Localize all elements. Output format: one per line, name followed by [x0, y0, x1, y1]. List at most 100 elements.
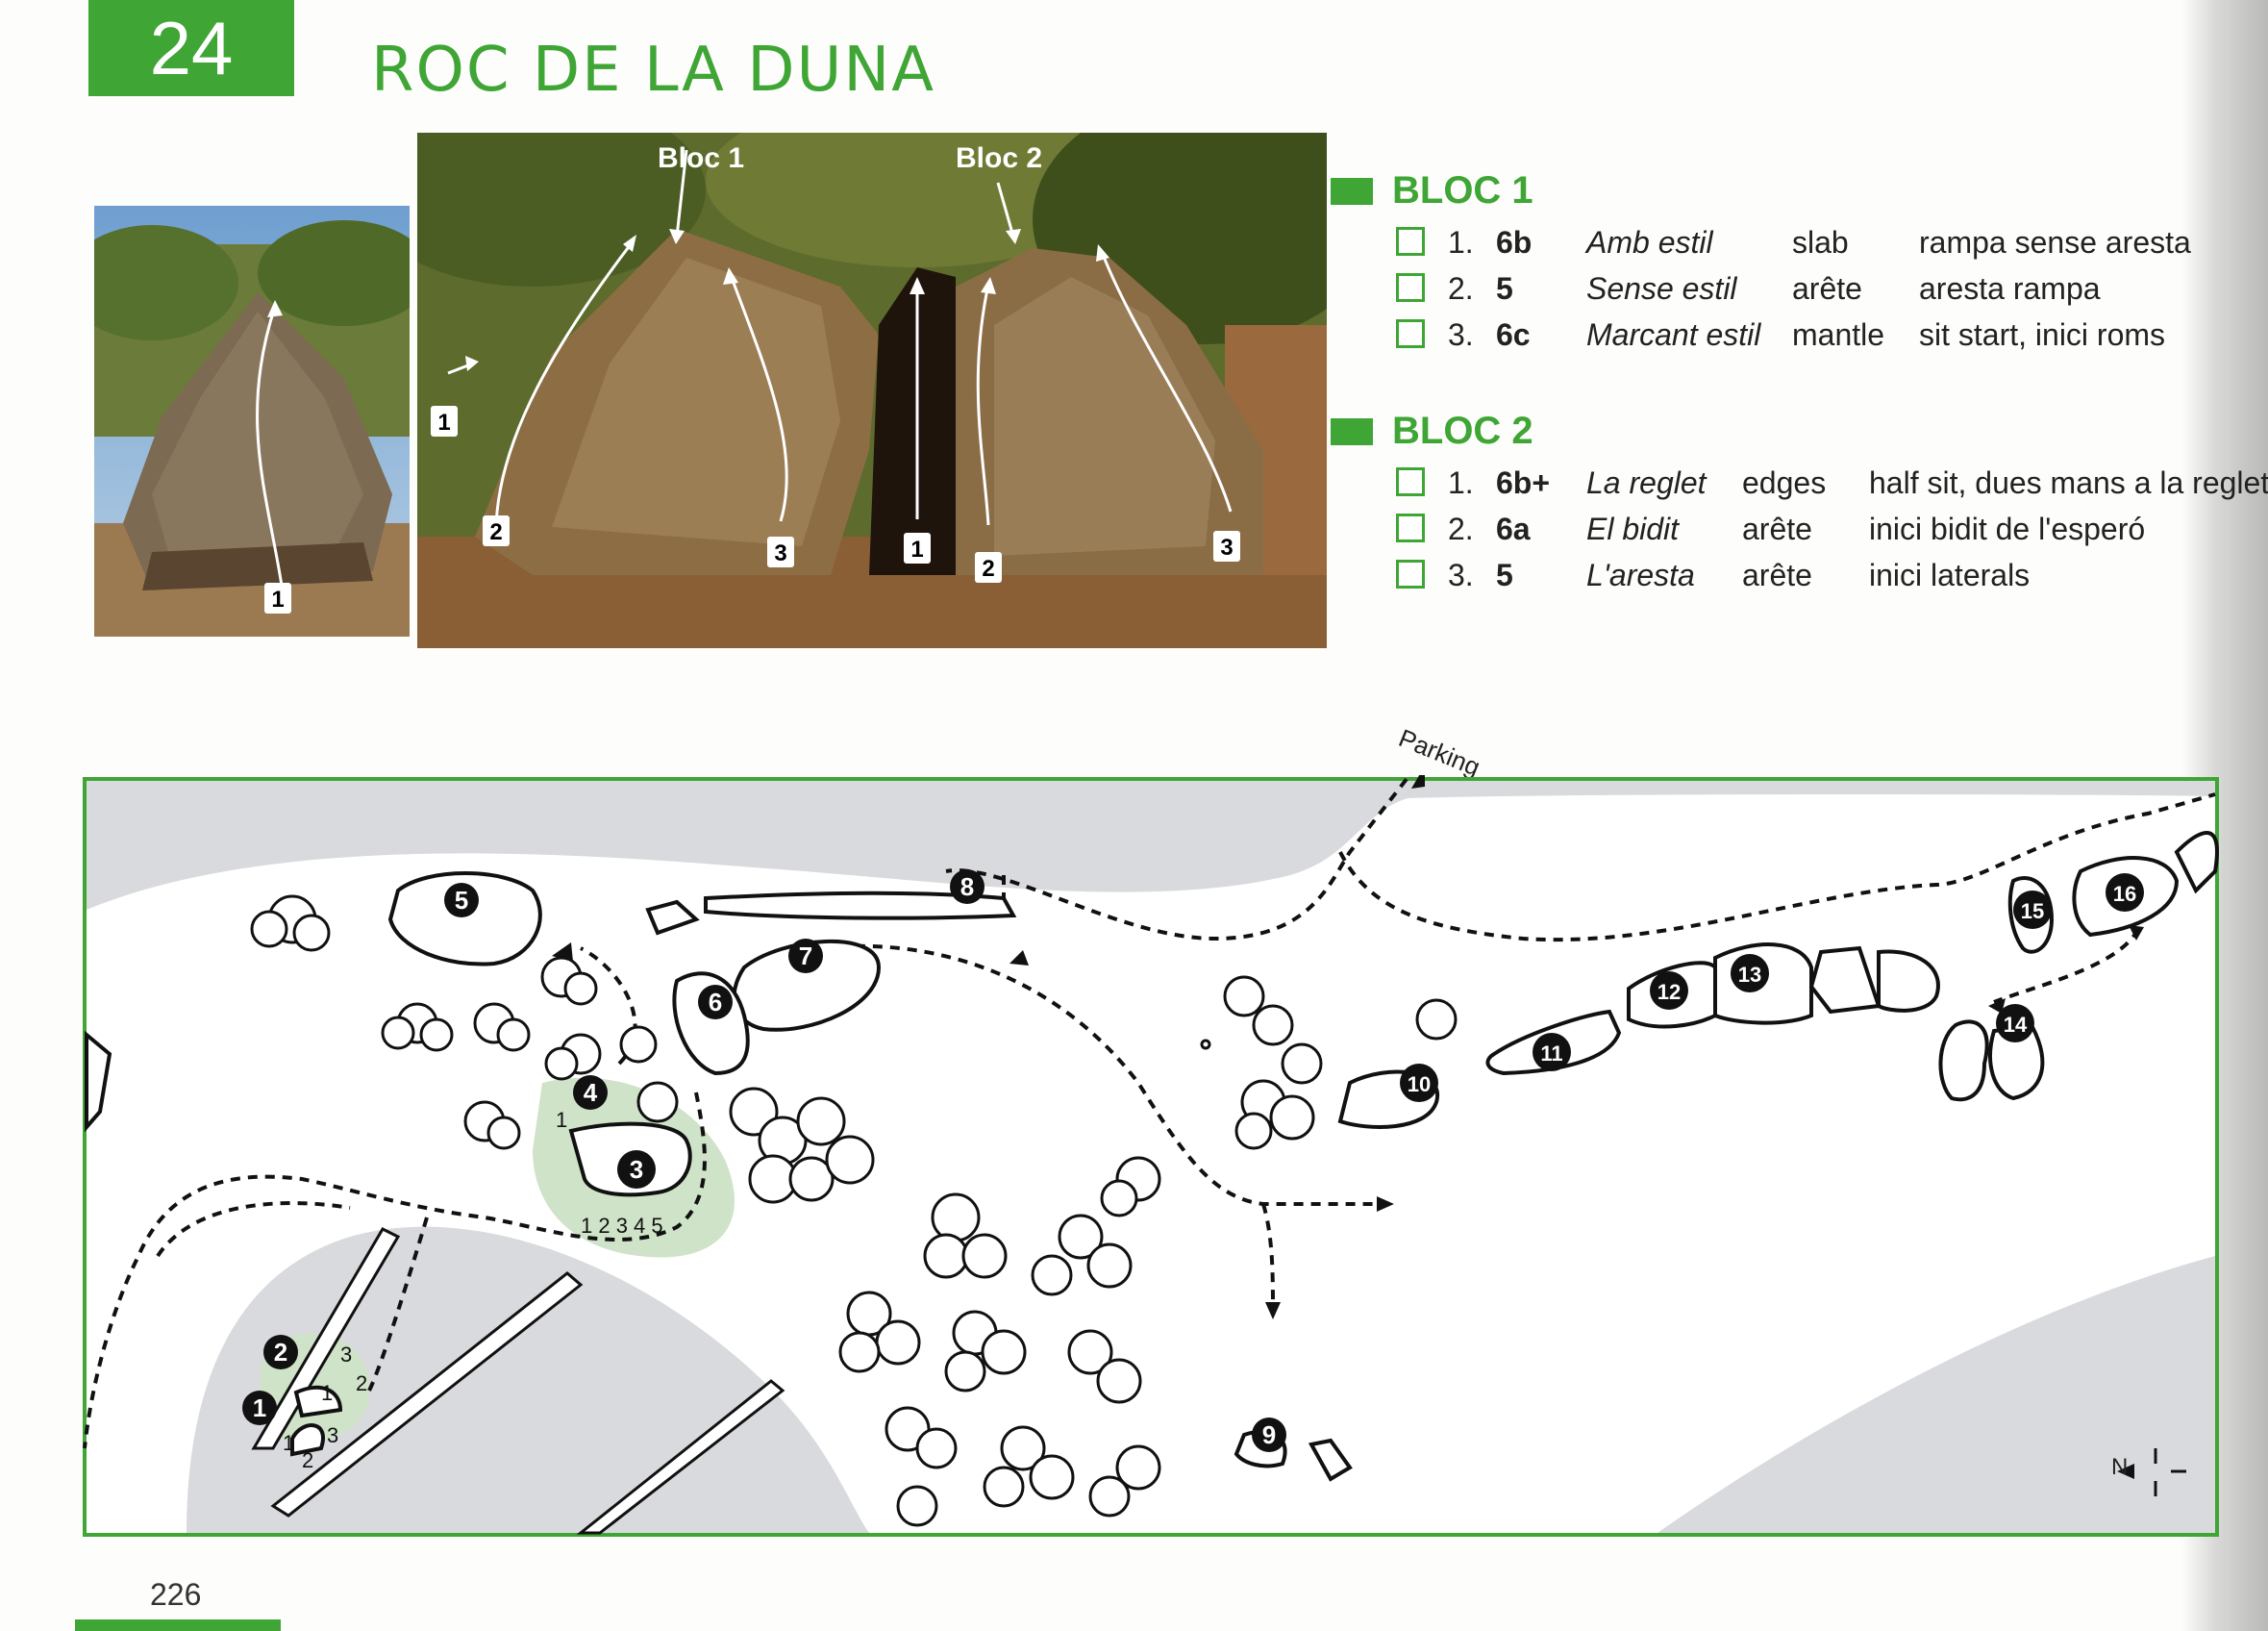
map-marker-label: 16 — [2113, 882, 2136, 906]
map-marker-6: 6 — [698, 985, 733, 1019]
map-marker-label: 7 — [799, 941, 812, 970]
map-marker-13: 13 — [1731, 954, 1769, 992]
route-number: 2. — [1448, 511, 1474, 546]
map-marker-11: 11 — [1533, 1033, 1571, 1071]
parking-label: Parking — [1394, 723, 1484, 782]
photo-small-label-1: 1 — [271, 587, 284, 613]
chapter-number: 24 — [149, 6, 234, 90]
page-footer-bar — [75, 1619, 281, 1631]
map-marker-10: 10 — [1400, 1064, 1438, 1102]
route-description: half sit, dues mans a la regleta — [1869, 464, 2268, 500]
route-grade: 5 — [1496, 270, 1513, 306]
map-marker-label: 12 — [1657, 980, 1681, 1004]
photo-bloc2-label: Bloc 2 — [956, 142, 1042, 174]
bloc1-problem-number-b: 1 — [283, 1431, 294, 1455]
photo-label-bloc2-route2: 2 — [982, 556, 994, 582]
route-style: arête — [1742, 511, 1812, 546]
route-number: 1. — [1448, 464, 1474, 500]
route-style: edges — [1742, 464, 1827, 500]
map-marker-label: 6 — [709, 988, 722, 1016]
bloc2-route-2-checkbox[interactable] — [1396, 514, 1425, 542]
bloc1-title: BLOC 1 — [1392, 169, 1533, 212]
map-marker-label: 5 — [455, 886, 468, 915]
route-name: La reglet — [1586, 464, 1707, 500]
bloc1-heading: BLOC 1 — [1331, 169, 1533, 213]
bloc1-problem-number-c: 2 — [302, 1448, 313, 1472]
north-label: N — [2111, 1454, 2129, 1480]
photo-side-view: 1 — [94, 206, 410, 637]
route-description: rampa sense aresta — [1919, 224, 2191, 260]
bloc3-problem-numbers: 1 2 3 4 5 — [581, 1214, 663, 1238]
map-marker-label: 13 — [1738, 963, 1761, 987]
bloc1-route-3-checkbox[interactable] — [1396, 319, 1425, 348]
bloc2-route-3-checkbox[interactable] — [1396, 560, 1425, 589]
map-marker-label: 3 — [630, 1155, 643, 1184]
chapter-number-box: 24 — [88, 0, 294, 96]
photo-label-bloc2-route1: 1 — [910, 537, 923, 563]
bloc2-heading-bar — [1331, 417, 1373, 445]
map-marker-9: 9 — [1252, 1418, 1286, 1452]
map-marker-2: 2 — [263, 1335, 298, 1369]
route-name: L'aresta — [1586, 557, 1695, 592]
page-title: ROC DE LA DUNA — [371, 35, 935, 106]
route-name: Amb estil — [1586, 224, 1713, 260]
map-marker-label: 14 — [2004, 1013, 2028, 1037]
bloc2-problem-number-b: 1 — [321, 1381, 333, 1405]
route-description: inici bidit de l'esperó — [1869, 511, 2146, 546]
route-number: 2. — [1448, 270, 1474, 306]
map-marker-label: 9 — [1262, 1420, 1276, 1449]
bloc1-route-1-checkbox[interactable] — [1396, 227, 1425, 256]
area-map: 1 2 3 4 5 6 7 8 9 10 11 12 13 14 15 16 1… — [81, 764, 2221, 1539]
route-name: El bidit — [1586, 511, 1680, 546]
route-description: sit start, inici roms — [1919, 316, 2166, 352]
map-marker-3: 3 — [617, 1150, 656, 1189]
route-style: slab — [1792, 224, 1849, 260]
bloc2-problem-number-a: 3 — [340, 1342, 352, 1367]
map-marker-14: 14 — [1996, 1004, 2034, 1042]
photo-label-bloc1-route3: 3 — [774, 540, 786, 566]
page-number: 226 — [150, 1577, 202, 1612]
route-style: arête — [1792, 270, 1862, 306]
map-marker-label: 15 — [2021, 899, 2044, 923]
bloc2-title: BLOC 2 — [1392, 410, 1533, 452]
map-marker-1: 1 — [242, 1391, 277, 1425]
bloc2-problem-number-c: 2 — [356, 1371, 367, 1395]
bloc2-route-1-checkbox[interactable] — [1396, 467, 1425, 496]
bloc1-heading-bar — [1331, 177, 1373, 205]
bloc1-route-2-checkbox[interactable] — [1396, 273, 1425, 302]
map-marker-label: 10 — [1408, 1072, 1431, 1096]
map-marker-15: 15 — [2013, 891, 2052, 929]
map-marker-label: 1 — [253, 1393, 266, 1422]
map-marker-4: 4 — [573, 1075, 608, 1110]
bloc2-heading: BLOC 2 — [1331, 410, 1533, 453]
route-grade: 6b+ — [1496, 464, 1551, 500]
map-marker-label: 8 — [960, 872, 974, 901]
route-style: mantle — [1792, 316, 1885, 352]
photo-front-view: Bloc 1 Bloc 2 1 2 3 1 2 3 — [417, 133, 1327, 648]
photo-label-bloc1-route1: 1 — [437, 410, 450, 436]
photo-label-bloc2-route3: 3 — [1220, 535, 1233, 561]
map-marker-7: 7 — [788, 939, 823, 973]
map-marker-12: 12 — [1650, 971, 1688, 1010]
map-marker-label: 11 — [1540, 1041, 1562, 1066]
map-marker-8: 8 — [950, 869, 984, 904]
route-style: arête — [1742, 557, 1812, 592]
route-description: inici laterals — [1869, 557, 2031, 592]
bloc4-problem-number: 1 — [556, 1108, 567, 1132]
map-marker-16: 16 — [2106, 873, 2144, 912]
photo-bloc1-label: Bloc 1 — [658, 142, 744, 174]
route-description: aresta rampa — [1919, 270, 2101, 306]
route-grade: 6a — [1496, 511, 1531, 546]
route-grade: 5 — [1496, 557, 1513, 592]
route-name: Marcant estil — [1586, 316, 1761, 352]
bloc1-problem-number-a: 3 — [327, 1423, 338, 1447]
map-marker-label: 2 — [274, 1338, 287, 1367]
route-grade: 6b — [1496, 224, 1533, 260]
route-name: Sense estil — [1586, 270, 1737, 306]
map-marker-label: 4 — [584, 1078, 598, 1107]
route-grade: 6c — [1496, 316, 1531, 352]
route-number: 1. — [1448, 224, 1474, 260]
route-number: 3. — [1448, 316, 1474, 352]
photo-label-bloc1-route2: 2 — [489, 519, 502, 545]
route-number: 3. — [1448, 557, 1474, 592]
